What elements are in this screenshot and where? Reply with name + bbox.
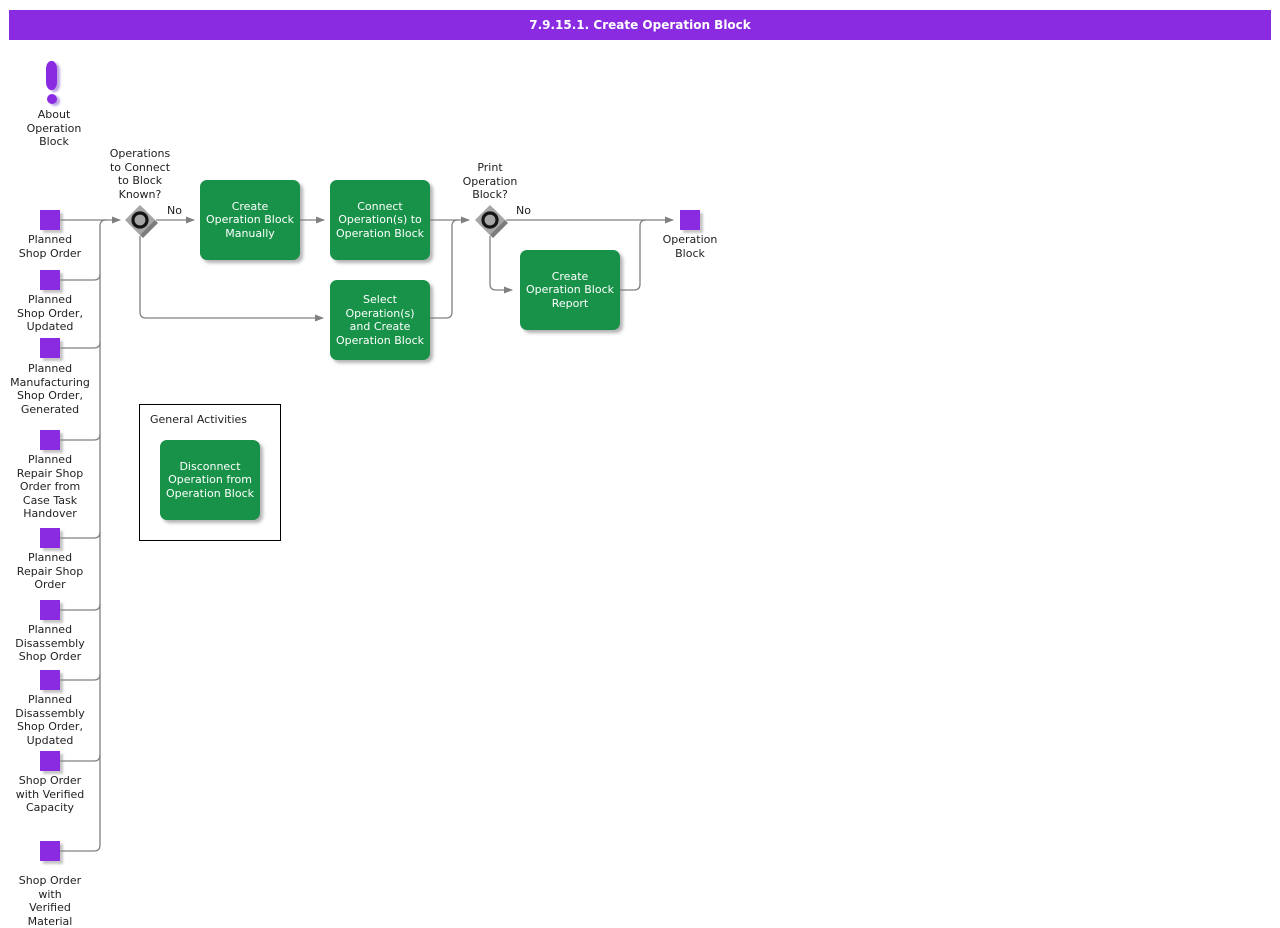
input-connector [60,673,101,681]
about-label[interactable]: About Operation Block [26,108,82,148]
input-label: Planned Manufacturing Shop Order, Genera… [10,362,90,416]
flow-decision2-yes [489,236,513,294]
flow-decision1-yes [139,236,324,322]
input-label: Planned Disassembly Shop Order [15,623,85,663]
input-label: Shop Order with Verified Capacity [15,774,85,814]
input-event-planned-repair-handover[interactable] [40,430,60,450]
flow-select-join [430,219,459,319]
input-connector [60,754,101,762]
activity-connect-operations-to-block[interactable]: Connect Operation(s) to Operation Block [330,180,430,260]
input-event-planned-shop-order[interactable] [40,210,60,230]
exclamation-dot-icon [47,94,57,104]
input-connector [60,273,101,281]
input-event-verified-material[interactable] [40,841,60,861]
general-activities-title: General Activities [150,413,248,426]
activity-select-operations-create-block[interactable]: Select Operation(s) and Create Operation… [330,280,430,360]
decision1-label: Operations to Connect to Block Known? [109,147,171,201]
input-label: Planned Shop Order, Updated [17,293,83,333]
input-event-verified-capacity[interactable] [40,751,60,771]
input-label: Planned Repair Shop Order from Case Task… [16,453,84,520]
decision2-no-label: No [516,204,531,217]
decision1-no-label: No [167,204,182,217]
input-label: Shop Order with Verified Material [18,874,82,928]
input-bus-line [99,219,107,845]
activity-create-operation-block-manually[interactable]: Create Operation Block Manually [200,180,300,260]
input-label: Planned Shop Order [18,233,82,260]
decision2-label: Print Operation Block? [462,161,518,201]
input-event-planned-shop-order-updated[interactable] [40,270,60,290]
output-event-operation-block[interactable] [680,210,700,230]
input-label: Planned Disassembly Shop Order, Updated [15,693,85,747]
input-label: Planned Repair Shop Order [16,551,84,591]
output-label: Operation Block [662,233,718,260]
input-event-planned-disassembly-updated[interactable] [40,670,60,690]
decision-gateway-print-block [475,205,508,238]
input-connector [60,603,101,611]
activity-create-operation-block-report[interactable]: Create Operation Block Report [520,250,620,330]
exclamation-icon [46,61,57,90]
input-event-planned-repair-shop-order[interactable] [40,528,60,548]
decision-gateway-operations-known [125,205,158,238]
input-connector [60,531,101,539]
flow-report-join [620,219,647,291]
input-event-planned-disassembly-shop-order[interactable] [40,600,60,620]
input-connector [60,433,101,441]
input-connector [60,844,101,852]
activity-disconnect-operation-from-block[interactable]: Disconnect Operation from Operation Bloc… [160,440,260,520]
diagram-title-bar: 7.9.15.1. Create Operation Block [9,10,1271,40]
input-event-planned-mfg-shop-order[interactable] [40,338,60,358]
input-connector [60,341,101,349]
diagram-title: 7.9.15.1. Create Operation Block [529,18,751,32]
